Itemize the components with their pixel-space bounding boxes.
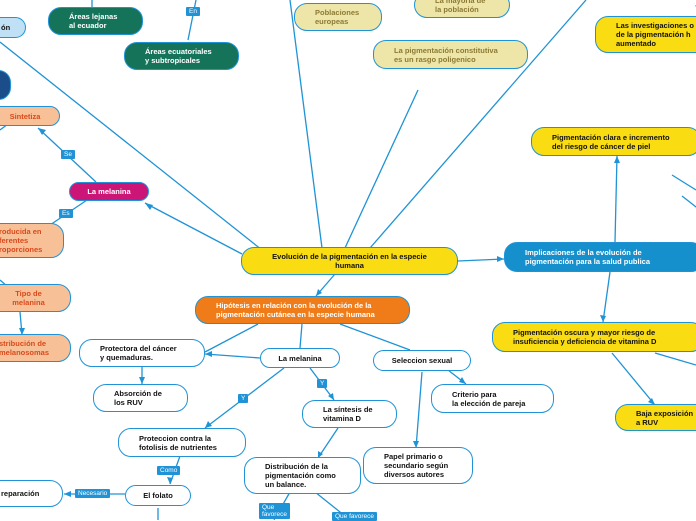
root-node[interactable]: Evolución de la pigmentación en la espec… — [241, 247, 458, 275]
sintetiza-node[interactable]: Sintetiza — [0, 106, 60, 126]
pigmentacion-oscura-node[interactable]: Pigmentación oscura y mayor riesgo de in… — [492, 322, 696, 352]
tag-y-left: Y — [238, 394, 249, 404]
tag-que-favorece-left: Que favorece — [259, 503, 290, 520]
protectora-node[interactable]: Protectora del cáncer y quemaduras. — [79, 339, 205, 367]
distribucion-melanosomas-node[interactable]: stribución de melanosomas — [0, 334, 71, 362]
proteccion-node[interactable]: Proteccion contra la fotolisis de nutrie… — [118, 428, 246, 457]
criterio-node[interactable]: Criterio para la elección de pareja — [431, 384, 554, 413]
papel-node[interactable]: Papel primario o secundario según divers… — [363, 447, 473, 484]
baja-exposicion-node[interactable]: Baja exposición a RUV — [615, 404, 696, 431]
top-left-node[interactable]: ón — [0, 17, 26, 38]
absorcion-node[interactable]: Absorción de los RUV — [93, 384, 188, 412]
tag-como: Como — [157, 466, 181, 476]
tipo-melanina-node[interactable]: Tipo de melanina — [0, 284, 71, 312]
melanina-node[interactable]: La melanina — [260, 348, 340, 368]
implicaciones-node[interactable]: Implicaciones de la evolución de pigment… — [504, 242, 696, 272]
tag-necesario: Necesario — [75, 489, 111, 499]
distribucion-balance-node[interactable]: Distribución de la pigmentación como un … — [244, 457, 361, 494]
constitutiva-node[interactable]: La pigmentación constitutiva es un rasgo… — [373, 40, 528, 69]
tag-se: Se — [61, 150, 75, 160]
areas-ecuatoriales-node[interactable]: Áreas ecuatoriales y subtropicales — [124, 42, 239, 70]
poblaciones-node[interactable]: Poblaciones europeas — [294, 3, 382, 31]
hypothesis-node[interactable]: Hipótesis en relación con la evolución d… — [195, 296, 410, 324]
producida-node[interactable]: roducida en ferentes roporciones — [0, 223, 64, 258]
investigaciones-node[interactable]: Las investigaciones o de la pigmentación… — [595, 16, 696, 53]
areas-lejanas-node[interactable]: Áreas lejanas al ecuador — [48, 7, 143, 35]
tag-que-favorece-right: Que favorece — [332, 512, 378, 521]
folato-node[interactable]: El folato — [125, 485, 191, 506]
tag-es: Es — [59, 209, 73, 219]
reparacion-node[interactable]: reparación — [0, 480, 63, 507]
melanina-main-node[interactable]: La melanina — [69, 182, 149, 201]
mayoria-node[interactable]: La mayoría de la población — [414, 0, 510, 18]
tag-y-right: Y — [317, 379, 328, 389]
seleccion-sexual-node[interactable]: Seleccion sexual — [373, 350, 471, 371]
pigmentacion-clara-node[interactable]: Pigmentación clara e incremento del ries… — [531, 127, 696, 156]
tag-en: En — [186, 7, 200, 17]
sintesis-node[interactable]: La síntesis de vitamina D — [302, 400, 397, 428]
